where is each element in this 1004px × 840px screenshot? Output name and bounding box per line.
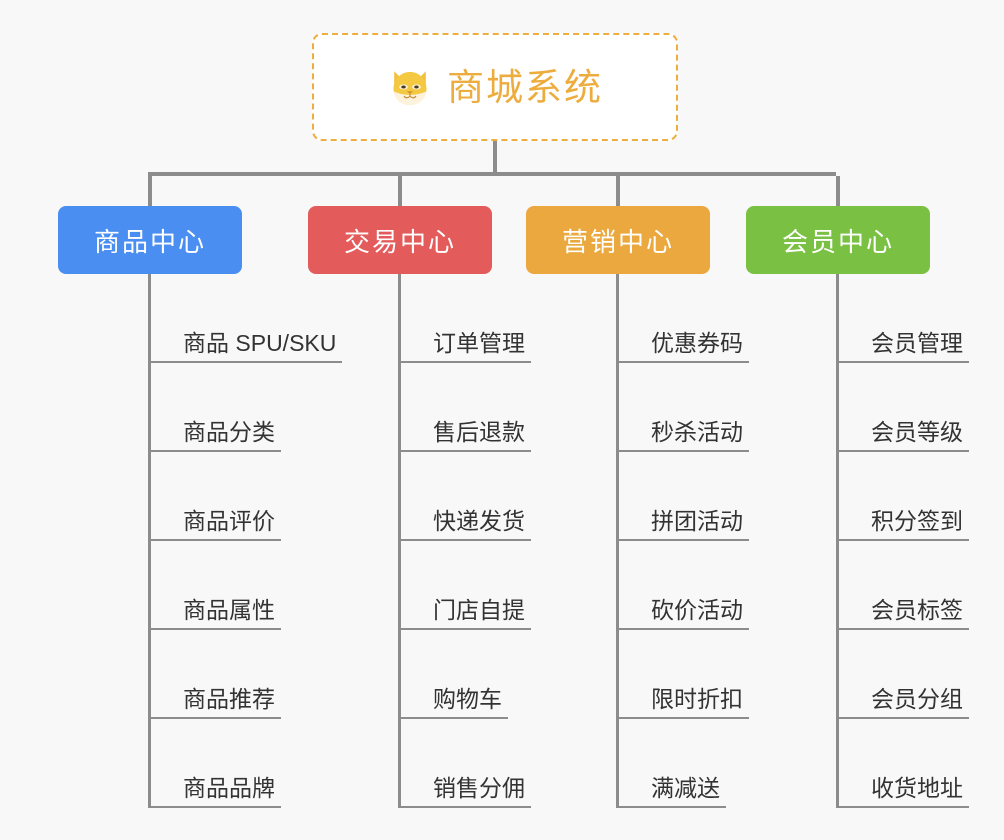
connector-drop-2 bbox=[398, 176, 402, 206]
connector-root-stem bbox=[493, 141, 497, 174]
leaf-item[interactable]: 商品分类 bbox=[151, 363, 342, 452]
root-node-商城系统[interactable]: 商城系统 bbox=[312, 33, 678, 141]
leaf-label: 砍价活动 bbox=[619, 598, 749, 630]
leaf-item[interactable]: 商品属性 bbox=[151, 541, 342, 630]
leaf-item[interactable]: 砍价活动 bbox=[619, 541, 749, 630]
root-title: 商城系统 bbox=[447, 66, 603, 108]
leaf-label: 会员分组 bbox=[839, 687, 969, 719]
leaf-item[interactable]: 收货地址 bbox=[839, 719, 969, 808]
leaf-list-会员中心: 会员管理 会员等级 积分签到 会员标签 会员分组 收货地址 bbox=[836, 274, 969, 808]
category-box-商品中心[interactable]: 商品中心 bbox=[58, 206, 242, 274]
leaf-label: 售后退款 bbox=[401, 420, 531, 452]
leaf-item[interactable]: 限时折扣 bbox=[619, 630, 749, 719]
leaf-label: 商品推荐 bbox=[151, 687, 281, 719]
leaf-label: 门店自提 bbox=[401, 598, 531, 630]
leaf-item[interactable]: 会员管理 bbox=[839, 274, 969, 363]
leaf-label: 商品属性 bbox=[151, 598, 281, 630]
leaf-item[interactable]: 会员标签 bbox=[839, 541, 969, 630]
connector-drop-4 bbox=[836, 176, 840, 206]
leaf-list-商品中心: 商品 SPU/SKU 商品分类 商品评价 商品属性 商品推荐 商品品牌 bbox=[148, 274, 343, 808]
connector-drop-1 bbox=[148, 176, 152, 206]
category-box-营销中心[interactable]: 营销中心 bbox=[526, 206, 710, 274]
leaf-label: 会员标签 bbox=[839, 598, 969, 630]
leaf-item[interactable]: 销售分佣 bbox=[401, 719, 531, 808]
leaf-item[interactable]: 订单管理 bbox=[401, 274, 531, 363]
connector-drop-3 bbox=[616, 176, 620, 206]
leaf-label: 积分签到 bbox=[839, 509, 969, 541]
leaf-label: 销售分佣 bbox=[401, 776, 531, 808]
leaf-label: 会员等级 bbox=[839, 420, 969, 452]
leaf-label: 商品分类 bbox=[151, 420, 281, 452]
leaf-item[interactable]: 商品 SPU/SKU bbox=[151, 274, 343, 363]
leaf-item[interactable]: 商品评价 bbox=[151, 452, 342, 541]
category-label: 营销中心 bbox=[561, 226, 674, 257]
leaf-item[interactable]: 快递发货 bbox=[401, 452, 531, 541]
leaf-label: 限时折扣 bbox=[619, 687, 749, 719]
category-label: 商品中心 bbox=[93, 226, 206, 257]
leaf-item[interactable]: 满减送 bbox=[619, 719, 749, 808]
leaf-label: 满减送 bbox=[619, 776, 726, 808]
leaf-label: 会员管理 bbox=[839, 331, 969, 363]
leaf-list-交易中心: 订单管理 售后退款 快递发货 门店自提 购物车 销售分佣 bbox=[398, 274, 531, 808]
leaf-label: 秒杀活动 bbox=[619, 420, 749, 452]
leaf-label: 商品品牌 bbox=[151, 776, 281, 808]
leaf-label: 收货地址 bbox=[839, 776, 969, 808]
leaf-label: 拼团活动 bbox=[619, 509, 749, 541]
leaf-item[interactable]: 会员分组 bbox=[839, 630, 969, 719]
leaf-item[interactable]: 商品推荐 bbox=[151, 630, 342, 719]
leaf-item[interactable]: 商品品牌 bbox=[151, 719, 342, 808]
leaf-label: 商品 SPU/SKU bbox=[151, 331, 343, 363]
leaf-label: 购物车 bbox=[401, 687, 508, 719]
leaf-item[interactable]: 优惠券码 bbox=[619, 274, 749, 363]
leaf-item[interactable]: 会员等级 bbox=[839, 363, 969, 452]
leaf-item[interactable]: 售后退款 bbox=[401, 363, 531, 452]
shiba-dog-face-icon bbox=[387, 64, 433, 110]
leaf-item[interactable]: 秒杀活动 bbox=[619, 363, 749, 452]
leaf-label: 商品评价 bbox=[151, 509, 281, 541]
leaf-list-营销中心: 优惠券码 秒杀活动 拼团活动 砍价活动 限时折扣 满减送 bbox=[616, 274, 749, 808]
connector-horizontal-bus bbox=[148, 172, 836, 176]
category-box-交易中心[interactable]: 交易中心 bbox=[308, 206, 492, 274]
leaf-label: 优惠券码 bbox=[619, 331, 749, 363]
category-label: 交易中心 bbox=[343, 226, 456, 257]
leaf-item[interactable]: 积分签到 bbox=[839, 452, 969, 541]
leaf-label: 快递发货 bbox=[401, 509, 531, 541]
leaf-item[interactable]: 拼团活动 bbox=[619, 452, 749, 541]
leaf-item[interactable]: 门店自提 bbox=[401, 541, 531, 630]
category-label: 会员中心 bbox=[781, 226, 894, 257]
leaf-label: 订单管理 bbox=[401, 331, 531, 363]
category-box-会员中心[interactable]: 会员中心 bbox=[746, 206, 930, 274]
leaf-item[interactable]: 购物车 bbox=[401, 630, 531, 719]
